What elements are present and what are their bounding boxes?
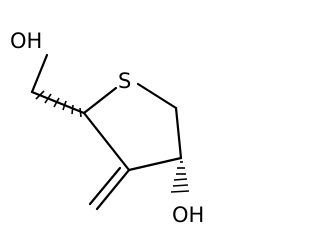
ring-oh-label: OH (172, 203, 204, 227)
bond-c5-to-c4 (174, 106, 183, 160)
bond-sulfur-to-c5 (136, 82, 178, 110)
bond-oh-to-ch2 (30, 53, 49, 94)
methylene-bond-inner (88, 166, 122, 206)
hashed-wedge-c2-ch2 (35, 90, 82, 118)
hydroxymethyl-oh-label: OH (10, 29, 42, 53)
methylene-bond-outer (95, 168, 131, 211)
sulfur-label: S (118, 69, 131, 93)
bond-c2-to-sulfur (82, 86, 118, 115)
bond-c4-to-c3 (127, 156, 183, 172)
chemical-structure: OH S OH (10, 29, 204, 227)
hashed-wedge-c4-oh (170, 161, 190, 193)
bond-c3-to-c2 (82, 111, 131, 172)
bond-ch2-to-c2 (30, 90, 86, 115)
